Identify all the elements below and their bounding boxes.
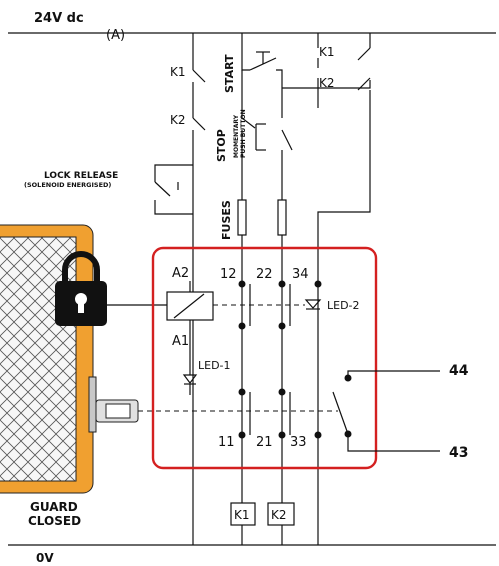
wire-k1k2-return xyxy=(317,33,371,545)
relay-contacts: 12 22 34 11 21 33 44 43 xyxy=(218,267,469,461)
terminal-22: 22 xyxy=(256,267,273,282)
relay-coil: A2 A1 xyxy=(166,266,214,349)
top-rail-marker: (A) xyxy=(106,28,125,43)
fuse-2 xyxy=(277,199,287,236)
lock-release-sub-label: (SOLENOID ENERGISED) xyxy=(24,181,111,189)
led-2: LED-2 xyxy=(304,299,360,312)
led-1-label: LED-1 xyxy=(198,359,231,372)
terminal-43: 43 xyxy=(449,445,468,461)
terminal-12: 12 xyxy=(220,267,237,282)
k2-contact-right: K2 xyxy=(319,76,371,91)
guard-door: GUARD CLOSED xyxy=(0,224,94,528)
coil-a2-label: A2 xyxy=(172,266,189,281)
lock-release-label: LOCK RELEASE xyxy=(44,171,118,181)
wire-lock-release xyxy=(154,164,193,215)
padlock-icon xyxy=(55,251,107,326)
terminal-44: 44 xyxy=(449,363,469,379)
terminal-11: 11 xyxy=(218,435,235,450)
terminal-34: 34 xyxy=(292,267,309,282)
safety-relay-box xyxy=(151,246,378,470)
lock-release-contact: LOCK RELEASE (SOLENOID ENERGISED) xyxy=(24,171,179,197)
coil-a1-label: A1 xyxy=(172,334,189,349)
start-label: START xyxy=(223,54,236,93)
bottom-rail-label: 0V xyxy=(36,551,54,565)
k2-contact-left: K2 xyxy=(170,113,206,131)
led-2-label: LED-2 xyxy=(327,299,360,312)
coil-k2-label: K2 xyxy=(271,508,287,522)
guard-switch-icon xyxy=(88,376,139,433)
start-pushbutton: START xyxy=(223,51,277,93)
k1-contact-left: K1 xyxy=(170,65,206,83)
guard-label-line1: GUARD xyxy=(30,500,78,514)
k2-left-label: K2 xyxy=(170,113,186,127)
coil-k1-label: K1 xyxy=(234,508,250,522)
k1-right-label: K1 xyxy=(319,45,335,59)
terminal-33: 33 xyxy=(290,435,307,450)
relay-coil-k2: K2 xyxy=(267,502,295,526)
push-button-label: PUSH BUTTON xyxy=(240,109,247,158)
stop-label: STOP xyxy=(215,129,228,162)
stop-pushbutton: STOP MOMENTARY PUSH BUTTON xyxy=(215,109,293,162)
top-rail-label: 24V dc xyxy=(34,11,84,26)
guard-label-line2: CLOSED xyxy=(28,514,81,528)
relay-coil-k1: K1 xyxy=(230,502,256,526)
momentary-label: MOMENTARY xyxy=(233,114,240,158)
fuse-1 xyxy=(237,199,247,236)
k1-left-label: K1 xyxy=(170,65,186,79)
k2-right-label: K2 xyxy=(319,76,335,90)
terminal-21: 21 xyxy=(256,435,273,450)
wire-start-branch xyxy=(241,33,371,108)
fuses-label: FUSES xyxy=(220,200,233,240)
fuses: FUSES xyxy=(220,199,287,240)
led-1: LED-1 xyxy=(182,359,231,395)
k1-contact-right: K1 xyxy=(319,45,371,61)
